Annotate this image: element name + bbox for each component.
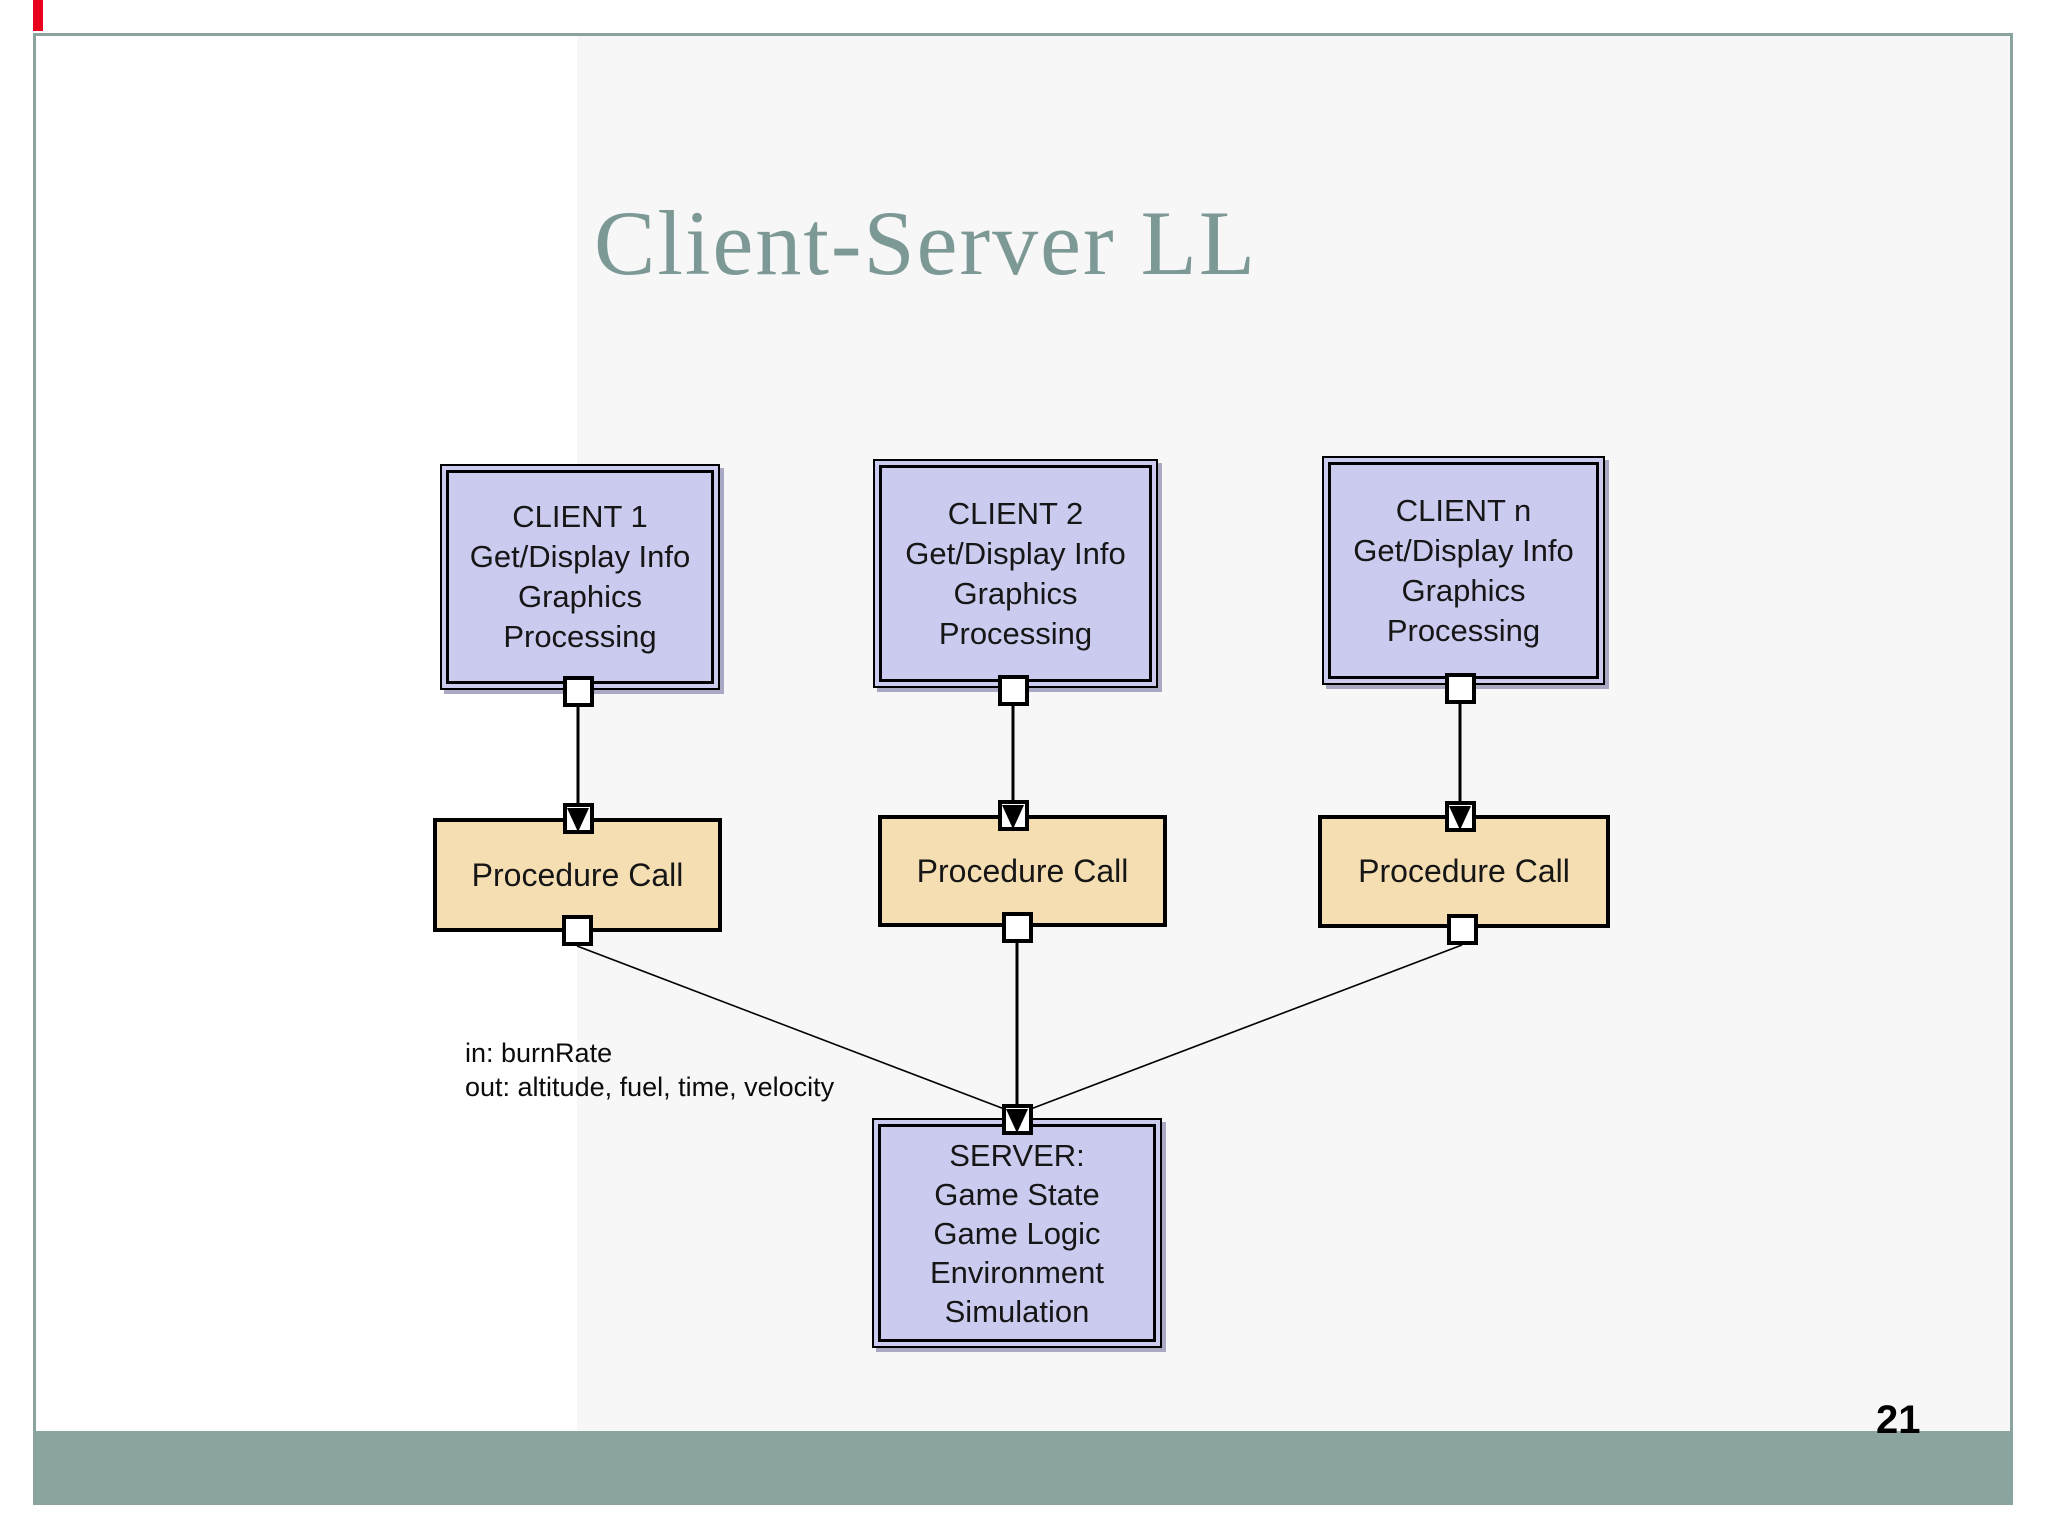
server-box-line: Simulation — [944, 1293, 1090, 1329]
client-box-line: Graphics — [517, 579, 643, 614]
client-box-line: Get/Display Info — [905, 535, 1126, 571]
connector-port — [562, 915, 593, 946]
procedure-call-label: Procedure Call — [916, 852, 1129, 889]
connector-port — [563, 676, 594, 707]
client-box-line: Processing — [503, 619, 657, 654]
slide-title: Client-Server LL — [594, 192, 1258, 294]
procedure-call-label: Procedure Call — [471, 856, 684, 893]
connector-port — [1002, 912, 1033, 943]
connector-port — [1445, 801, 1476, 832]
red-accent-mark — [33, 0, 43, 31]
connector-port — [1447, 914, 1478, 945]
connector-port — [998, 800, 1029, 831]
server-box-line: Game State — [934, 1176, 1100, 1212]
client-1-box: CLIENT 1 Get/Display Info Graphics Proce… — [440, 464, 720, 690]
io-annotation: in: burnRate out: altitude, fuel, time, … — [465, 1036, 834, 1104]
client-2-box: CLIENT 2 Get/Display Info Graphics Proce… — [873, 459, 1158, 688]
bottom-accent-band — [36, 1431, 2010, 1502]
procedure-call-3-box: Procedure Call — [1318, 815, 1610, 928]
client-box-line: Get/Display Info — [469, 539, 691, 574]
client-n-box: CLIENT n Get/Display Info Graphics Proce… — [1322, 456, 1605, 685]
client-box-line: Graphics — [1401, 572, 1526, 608]
server-box: SERVER: Game State Game Logic Environmen… — [872, 1118, 1162, 1348]
io-annotation-out: out: altitude, fuel, time, velocity — [465, 1072, 835, 1102]
page-number: 21 — [1876, 1398, 1921, 1442]
server-box-line: Environment — [929, 1254, 1105, 1290]
client-box-line: CLIENT 2 — [947, 495, 1084, 531]
client-box-line: Get/Display Info — [1353, 532, 1574, 568]
client-1-text: CLIENT 1 Get/Display Info Graphics Proce… — [446, 470, 714, 684]
client-box-line: Processing — [938, 615, 1093, 651]
io-annotation-in: in: burnRate — [465, 1038, 613, 1068]
procedure-call-1-box: Procedure Call — [433, 818, 722, 932]
procedure-call-2-box: Procedure Call — [878, 815, 1167, 927]
slide-frame — [33, 33, 2013, 1505]
client-box-line: CLIENT n — [1395, 492, 1532, 528]
client-2-text: CLIENT 2 Get/Display Info Graphics Proce… — [879, 465, 1152, 682]
connector-port — [1445, 673, 1476, 704]
server-text: SERVER: Game State Game Logic Environmen… — [878, 1124, 1156, 1342]
client-box-line: Processing — [1386, 612, 1541, 648]
client-box-line: CLIENT 1 — [512, 499, 648, 534]
connector-port — [1002, 1104, 1033, 1135]
client-box-line: Graphics — [953, 575, 1078, 611]
diagram-background — [577, 36, 2011, 1431]
client-n-text: CLIENT n Get/Display Info Graphics Proce… — [1328, 462, 1599, 679]
server-box-line: SERVER: — [949, 1137, 1085, 1173]
server-box-line: Game Logic — [933, 1215, 1101, 1251]
connector-port — [998, 675, 1029, 706]
procedure-call-label: Procedure Call — [1358, 853, 1570, 889]
connector-port — [563, 803, 594, 834]
